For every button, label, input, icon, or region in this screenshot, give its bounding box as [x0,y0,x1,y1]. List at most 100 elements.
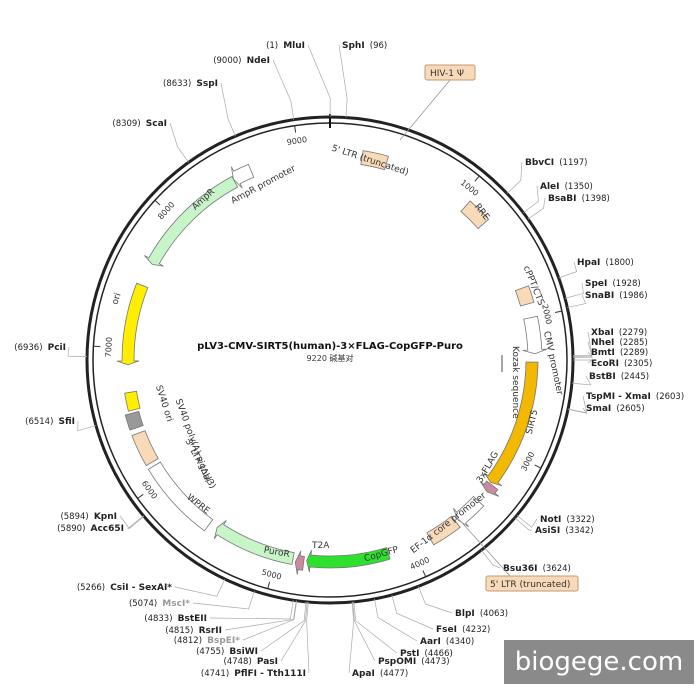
site-connector-rsrii [224,600,297,631]
tick-3000 [534,464,542,469]
site-connector-hpai [558,261,578,279]
site-connector-ndei [272,59,295,120]
feature-label-cmv-promoter: CMV promoter [541,330,564,396]
site-connector-nhei [572,341,593,358]
site-connector-mlui [307,44,331,118]
site-connector-bsteii [209,600,294,620]
annotation-tags: HIV-1 Ψ 5' LTR (truncated) Kozak sequenc… [399,64,579,592]
feature-3-ltr-u3- [131,430,159,467]
site-connector-sfii [77,420,97,432]
tick-8000 [154,199,161,206]
site-tspmi-xmai: TspMI - XmaI (2603) [586,384,684,403]
site-spei: SpeI (1928) [585,271,641,290]
tick-4000 [422,570,427,578]
site-connector-bsabi [527,197,546,220]
feature-label-5-ltr: 5' LTR (truncated) [330,144,410,178]
site-bsteii: (4833) BstEII [144,606,207,625]
site-connector-blpi [418,586,453,614]
site-connector-pcii [67,346,88,357]
feature-wpre [147,461,214,532]
feature-label-puror: PuroR [263,546,291,560]
feature-3xflag [479,480,500,497]
site-connector-alei [523,185,539,214]
site-aari: AarI (4340) [420,629,474,648]
tick-label-4000: 4000 [409,555,431,571]
site-connector-spei [564,282,584,299]
site-bbvci: BbvCI (1197) [525,150,587,169]
feature-ef-1-core-promoter [453,495,485,528]
map-subtitle: 9220 碱基对 [307,353,354,363]
site-connector-acc65i [126,515,145,529]
features [116,150,547,575]
site-scai: (8309) ScaI [112,111,167,130]
tick-label-9000: 9000 [286,135,307,147]
feature-copgfp [306,547,391,573]
site-smai: SmaI (2605) [586,396,645,415]
site-connector-bsiwi [260,601,307,652]
feature-label-t2a: T2A [311,541,330,551]
kozak-label: Kozak sequence [510,346,520,419]
site-ndei: (9000) NdeI [213,48,270,67]
site-connector-psti [353,601,398,654]
tick-2000 [554,310,563,314]
site-mlui: (1) MluI [266,33,305,52]
feature-rre [460,200,490,230]
feature-sv40-ori [124,390,141,412]
site-blpi: BlpI (4063) [455,601,508,620]
feature-label-sv40-ori: SV40 ori [153,384,174,423]
feature-sv40-poly-a-signal [124,410,144,431]
site-bspei-: (4812) BspEI* [174,628,241,647]
site-connector-ecori [573,359,594,364]
site-connector-kpni [119,515,144,529]
site-connector-pspomi [352,601,376,662]
site-connector-fsei [391,594,434,630]
site-connector-xbai [572,331,593,357]
site-psti: PstI (4466) [400,641,453,660]
site-connector-bstbi [571,375,592,386]
site-connector-bbvci [506,161,523,194]
site-hpai: HpaI (1800) [577,250,634,269]
site-connector-asisi [514,517,533,531]
site-bsabi: BsaBI (1398) [548,186,610,205]
site-bmti: BmtI (2289) [591,340,648,359]
site-connector-bspei- [242,600,298,641]
watermark: biogege.com [504,640,694,684]
tick-label-3000: 3000 [519,450,536,472]
site-connector-aari [374,598,418,642]
site-fsei: FseI (4232) [436,617,490,636]
feature-cppt-cts [514,285,535,307]
tag-5-ltr-truncated: 5' LTR (truncated) [490,580,570,590]
tick-6000 [137,493,144,499]
feature-puror [213,520,295,565]
map-title: pLV3-CMV-SIRT5(human)-3×FLAG-CopGFP-Puro [197,341,463,352]
site-ecori: EcoRI (2305) [591,351,652,370]
feature-t2a [294,550,305,575]
site-sphi: SphI (96) [342,33,387,52]
feature-label-ori: ori [110,292,123,306]
feature-ampr [144,175,239,267]
site-nhei: NheI (2285) [591,330,648,349]
site-connector-bsu36i [480,549,501,569]
site-pflfi-tth111i: (4741) PflFI - Tth111I [201,661,306,680]
tick-label-2000: 2000 [540,303,553,325]
site-csii-sexai-: (5266) CsiI - SexAI* [77,575,172,594]
tick-label-7000: 7000 [104,337,114,358]
site-apai: ApaI (4477) [352,661,408,680]
feature-ampr-promoter [231,163,255,189]
site-connector-smai [567,407,588,414]
tick-label-5000: 5000 [261,568,283,582]
site-bsiwi: (4755) BsiWI [196,639,258,658]
feature-ori [116,282,149,366]
site-connector-noti [516,514,538,528]
site-connector-msci- [192,590,255,610]
site-connector-bmti [572,351,593,358]
tick-5000 [267,581,271,589]
site-xbai: XbaI (2279) [591,320,647,339]
site-msci-: (5074) MscI* [129,591,190,610]
site-snabi: SnaBI (1986) [585,283,648,302]
site-noti: NotI (3322) [540,507,595,526]
feature-5-ltr-truncated- [360,150,389,171]
site-pspomi: PspOMI (4473) [378,649,450,668]
site-connector-sphi [338,44,348,118]
